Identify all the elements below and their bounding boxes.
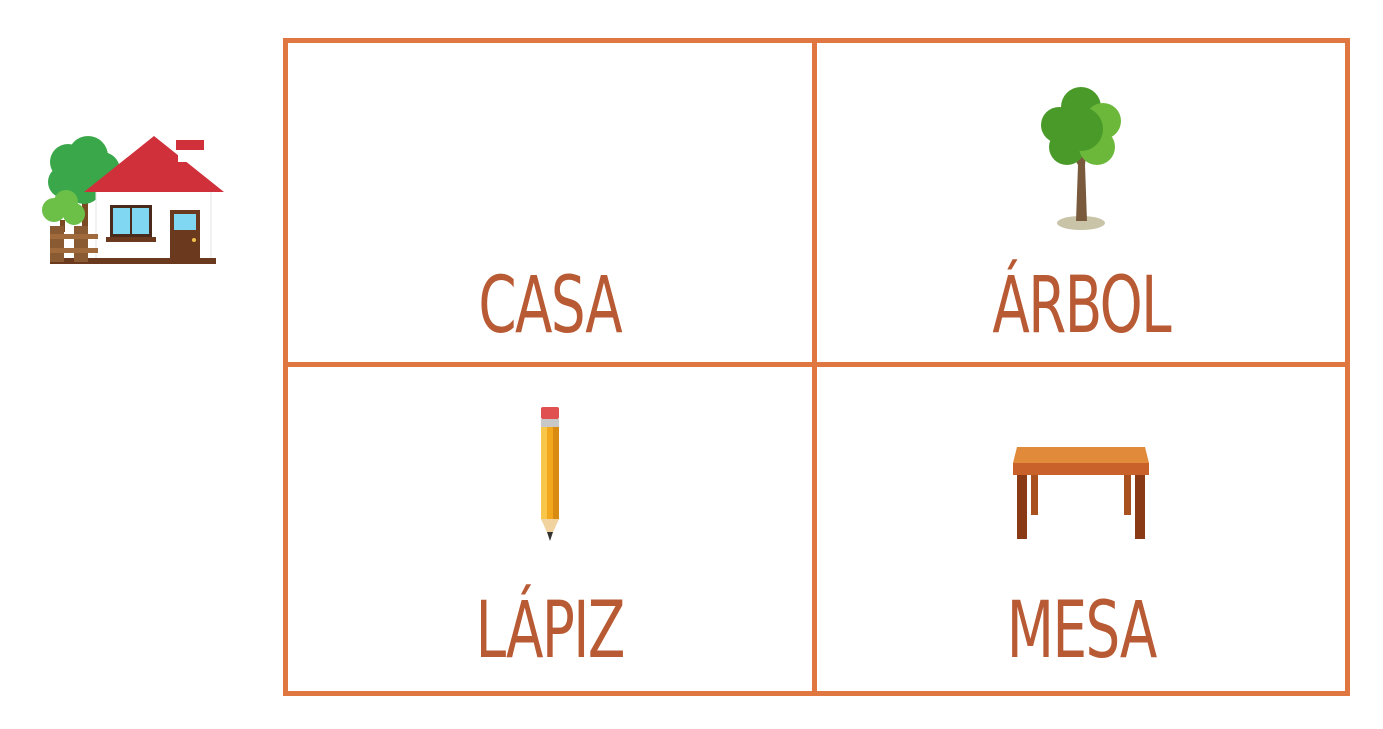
- table-icon: [1012, 447, 1149, 539]
- cell-arbol[interactable]: ÁRBOL: [816, 43, 1345, 367]
- word-grid: CASA ÁRBOL LÁPIZ: [283, 38, 1350, 696]
- cell-lapiz[interactable]: LÁPIZ: [288, 367, 817, 691]
- cell-word-casa: CASA: [478, 261, 622, 351]
- tree-icon: [1040, 87, 1121, 230]
- cell-word-arbol: ÁRBOL: [991, 261, 1171, 351]
- draggable-house-picture[interactable]: [38, 130, 226, 272]
- cell-word-mesa: MESA: [1006, 586, 1156, 676]
- cell-mesa[interactable]: MESA: [817, 367, 1346, 691]
- pencil-icon: [540, 407, 559, 541]
- cell-word-lapiz: LÁPIZ: [475, 586, 626, 676]
- house-icon: [42, 136, 224, 264]
- cell-casa[interactable]: CASA: [288, 43, 817, 367]
